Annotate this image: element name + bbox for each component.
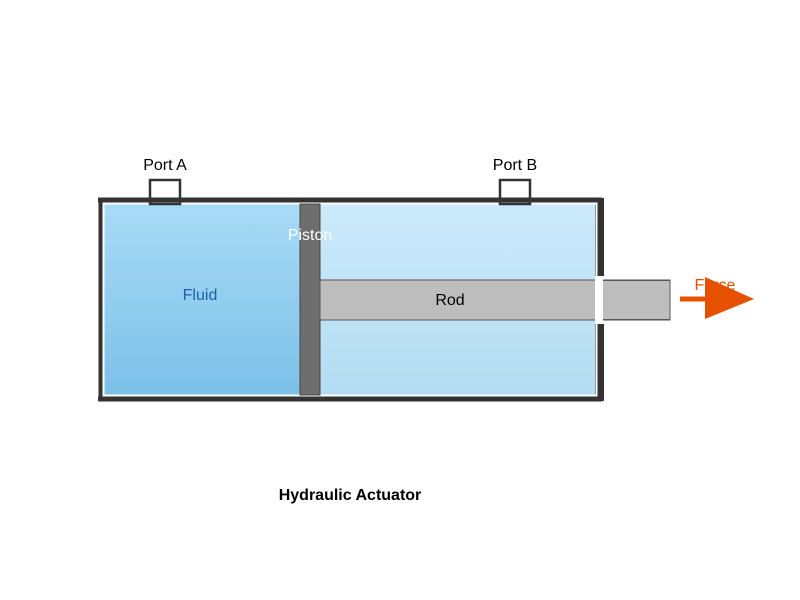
arrow-right-icon — [680, 277, 754, 319]
cylinder-end-cap-lower — [595, 324, 604, 401]
port-a-label: Port A — [143, 157, 187, 174]
fluid-label: Fluid — [183, 287, 218, 304]
cylinder-end-cap-upper — [595, 198, 604, 276]
rod-label: Rod — [435, 292, 464, 309]
port-a — [148, 178, 182, 206]
rod-extension — [603, 281, 670, 319]
diagram-title: Hydraulic Actuator — [279, 487, 422, 504]
rod-seal-gap — [595, 277, 603, 323]
port-b — [498, 178, 532, 206]
fluid-chamber — [104, 204, 300, 395]
piston-label: Piston — [288, 227, 332, 244]
port-b-label: Port B — [493, 157, 537, 174]
force-label: Force — [695, 277, 736, 294]
